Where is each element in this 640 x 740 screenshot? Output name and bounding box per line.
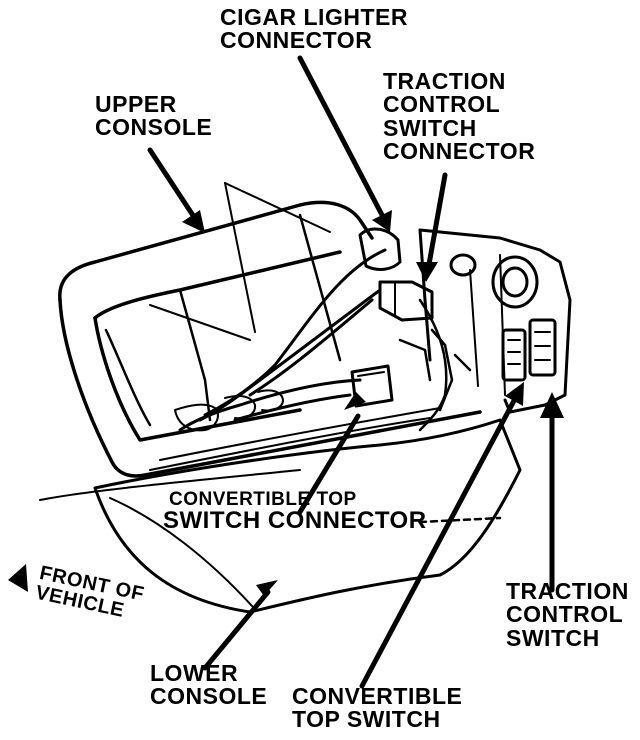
arrow-convertible-connector — [297, 413, 361, 515]
front-arrow-icon — [8, 564, 28, 592]
arrowhead-traction-switch — [540, 392, 564, 418]
arrowhead-lower-console — [256, 580, 278, 596]
cigar-lighter-connector-body — [358, 227, 402, 271]
arrowheads — [8, 210, 564, 596]
switch-block — [501, 318, 557, 382]
cigar-lighter-socket — [449, 253, 539, 309]
label-line: CONVERTIBLE TOP — [169, 489, 357, 510]
arrowhead-traction-connector — [416, 262, 438, 282]
label-convertible-top-switch: CONVERTIBLE TOP SWITCH — [292, 683, 463, 733]
lower-console-outline — [39, 407, 522, 614]
arrowhead-cigar-lighter — [372, 210, 392, 232]
label-line: UPPER — [95, 91, 177, 117]
label-line: TRACTION — [506, 578, 629, 604]
arrow-convertible-switch — [359, 392, 520, 689]
label-traction-control-switch-connector: TRACTION CONTROL SWITCH CONNECTOR — [383, 68, 536, 165]
arrowhead-convertible-connector — [344, 392, 366, 410]
panel-bracket — [398, 328, 472, 412]
label-traction-control-switch: TRACTION CONTROL SWITCH — [506, 578, 629, 651]
connector-dash — [418, 516, 502, 524]
upper-console-outline — [58, 182, 482, 478]
label-line: TOP SWITCH — [292, 706, 441, 733]
label-line: TRACTION — [383, 68, 506, 94]
label-line: CONVERTIBLE — [292, 683, 463, 709]
label-line: SWITCH CONNECTOR — [163, 507, 427, 535]
arrow-lower-console — [202, 589, 271, 671]
label-line: CONNECTOR — [383, 138, 536, 165]
label-line: CONNECTOR — [220, 27, 373, 54]
arrowhead-upper-console — [182, 210, 205, 233]
arrowhead-convertible-switch — [505, 382, 524, 406]
label-line: CONTROL — [383, 91, 501, 118]
label-line: CONTROL — [506, 601, 624, 628]
arrow-cigar-lighter — [297, 55, 385, 218]
label-line: CIGAR LIGHTER — [220, 4, 408, 30]
label-lower-console: LOWER CONSOLE — [150, 660, 268, 710]
label-line: SWITCH — [506, 624, 600, 651]
label-line: LOWER — [150, 660, 239, 686]
wiring-harness — [174, 248, 448, 432]
label-upper-console: UPPER CONSOLE — [95, 91, 213, 141]
leader-lines — [147, 55, 555, 689]
arrow-traction-connector — [425, 172, 448, 273]
label-line: SWITCH — [383, 114, 477, 141]
label-cigar-lighter-connector: CIGAR LIGHTER CONNECTOR — [220, 4, 408, 54]
label-convertible-top-switch-connector: CONVERTIBLE TOP SWITCH CONNECTOR — [163, 490, 427, 534]
arrow-upper-console — [147, 147, 199, 223]
label-line: CONSOLE — [150, 683, 268, 710]
label-line: CONSOLE — [95, 114, 213, 141]
